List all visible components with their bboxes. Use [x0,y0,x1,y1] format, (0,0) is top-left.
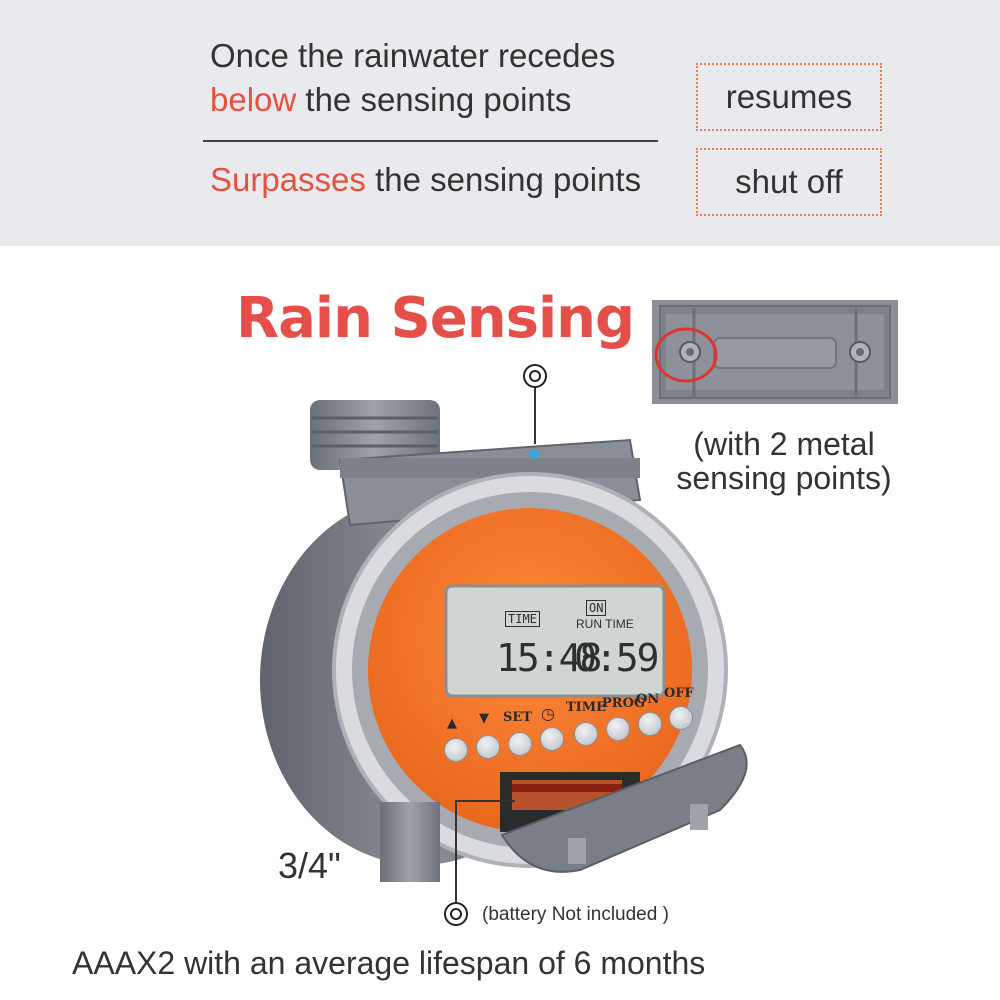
device-button-up [444,738,468,762]
lcd-clock: 15:48 [496,636,602,680]
device-button-time [574,722,598,746]
header-divider [203,140,658,142]
device-button-down [476,735,500,759]
rain-sensing-title: Rain Sensing [236,286,635,351]
below-highlight: below [210,81,297,118]
sensor-closeup-image [652,300,898,404]
recede-text-line1: Once the rainwater recedes [210,37,616,74]
lcd-time-tag: TIME [505,611,540,627]
resumes-box: resumes [696,63,882,131]
time-label: TIME [566,700,607,715]
sensor-callout-line [534,388,536,444]
on-label: ON [636,692,660,707]
prog-label: PROG [602,696,646,711]
set-label: SET [503,710,532,725]
lcd-runtime-value: 0:59 [574,636,660,680]
size-label: 3/4" [278,845,341,886]
device-button-set [508,732,532,756]
device-button-prog [606,717,630,741]
battery-spec: AAAX2 with an average lifespan of 6 mont… [72,945,706,981]
surpass-text-line: Surpasses the sensing points [210,162,641,198]
device-button-clock [540,727,564,751]
off-label: OFF [664,686,694,701]
battery-callout-line-top [455,800,515,802]
device-button-on [638,712,662,736]
shutoff-box: shut off [696,148,882,216]
recede-text-line2-rest: the sensing points [296,81,572,118]
sensor-callout-icon [523,364,547,388]
down-arrow-icon: ▼ [479,711,489,726]
recede-text-line2: below the sensing points [210,82,571,118]
water-timer-device [260,400,748,882]
device-button-off [669,706,693,730]
sensor-caption-line1: (with 2 metal [693,426,875,462]
lcd-on-tag: ON [586,600,607,616]
sensor-caption-line2: sensing points) [676,460,892,496]
up-arrow-icon: ▲ [447,716,457,731]
clock-icon: ◷ [541,704,555,723]
surpass-text-rest: the sensing points [365,161,642,198]
header-band [0,0,1000,246]
battery-note: (battery Not included ) [482,904,669,925]
battery-callout-line [455,800,457,902]
surpasses-highlight: Surpasses [210,161,366,198]
battery-callout-icon [444,902,468,926]
lcd-runtime-label: RUN TIME [576,617,634,631]
